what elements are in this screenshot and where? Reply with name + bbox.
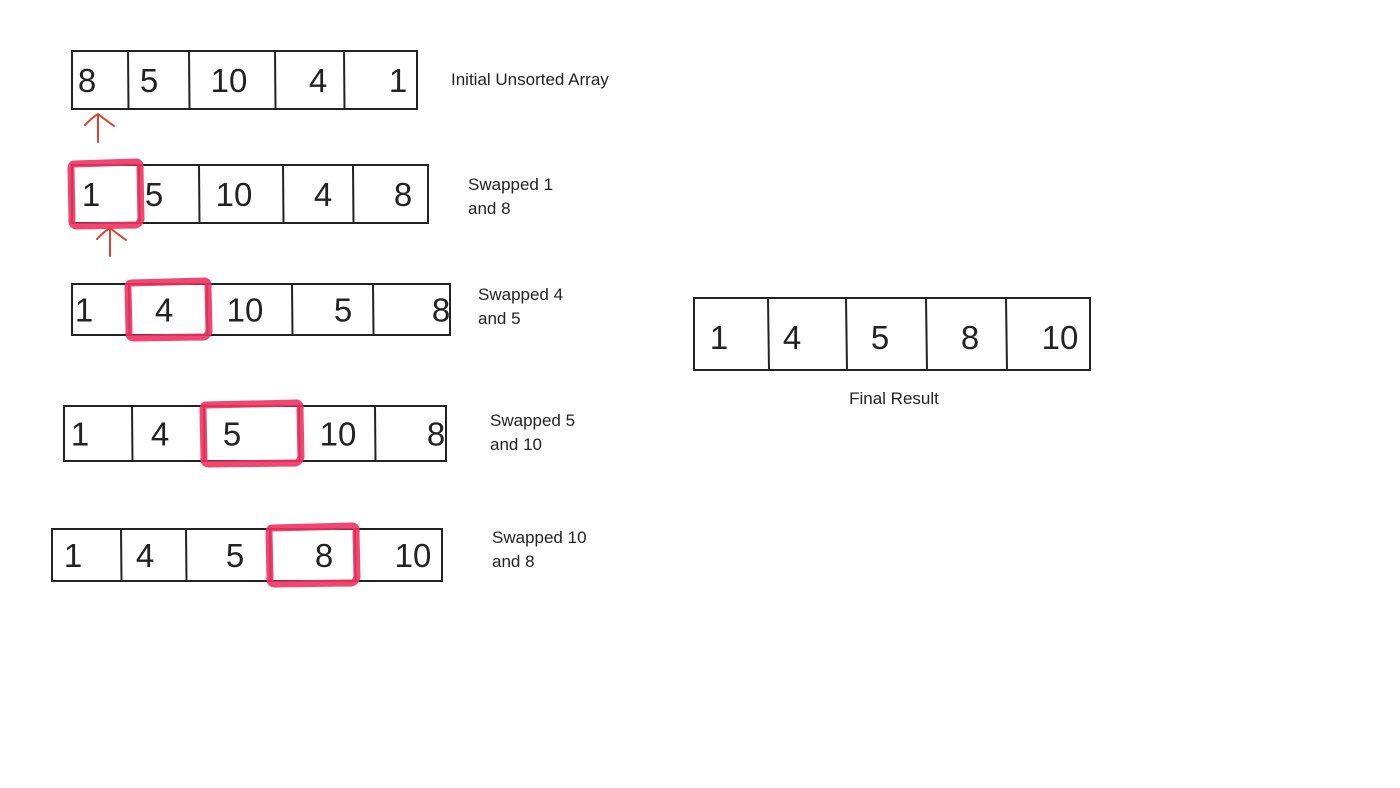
- cell-value: 4: [136, 537, 154, 574]
- cell-value: 1: [75, 292, 93, 329]
- cell-value: 8: [78, 62, 96, 99]
- array-box: [51, 528, 443, 582]
- cell-divider: [352, 164, 355, 224]
- cell-value: 5: [145, 176, 163, 213]
- cell-value: 1: [710, 319, 728, 356]
- cell-value: 1: [389, 62, 407, 99]
- cell-value: 8: [961, 319, 979, 356]
- step-caption: and 8: [468, 199, 511, 218]
- cell-value: 10: [227, 292, 264, 329]
- swap-highlight: [124, 277, 213, 342]
- cell-divider: [188, 50, 191, 110]
- cell-value: 1: [71, 416, 89, 453]
- cell-value: 4: [309, 62, 327, 99]
- step-row-2: 1 5 10 4 8 Swapped 1 and 8: [67, 158, 553, 257]
- cell-value: 8: [394, 176, 412, 213]
- step-row-1: 8 5 10 4 1 Initial Unsorted Array: [71, 50, 609, 143]
- cell-divider: [845, 297, 848, 371]
- cell-value: 4: [151, 416, 169, 453]
- cell-value: 5: [140, 62, 158, 99]
- cell-divider: [374, 405, 377, 462]
- cell-value: 1: [82, 176, 100, 213]
- cell-divider: [120, 528, 123, 582]
- step-caption: Initial Unsorted Array: [451, 70, 609, 89]
- cell-divider: [282, 164, 285, 224]
- step-caption: and 8: [492, 552, 535, 571]
- cell-divider: [925, 297, 928, 371]
- cell-value: 10: [211, 62, 248, 99]
- step-row-4: 1 4 5 10 8 Swapped 5 and 10: [63, 399, 575, 468]
- swap-highlight: [265, 522, 361, 588]
- cell-value: 4: [155, 292, 173, 329]
- swap-highlight: [67, 158, 145, 230]
- cell-divider: [767, 297, 770, 371]
- step-row-3: 1 4 10 5 8 Swapped 4 and 5: [71, 277, 563, 342]
- cell-divider: [343, 50, 346, 110]
- array-box: [693, 297, 1091, 371]
- cell-value: 8: [427, 416, 445, 453]
- cell-value: 10: [320, 416, 357, 453]
- cell-divider: [291, 283, 294, 336]
- step-caption: and 5: [478, 309, 521, 328]
- cell-value: 10: [395, 537, 432, 574]
- cell-value: 8: [315, 537, 333, 574]
- cell-value: 5: [223, 416, 241, 453]
- step-row-5: 1 4 5 8 10 Swapped 10 and 8: [51, 522, 587, 588]
- cell-value: 10: [1042, 319, 1079, 356]
- pointer-arrow-icon: [96, 227, 127, 257]
- cell-divider: [274, 50, 277, 110]
- cell-value: 1: [64, 537, 82, 574]
- cell-divider: [372, 283, 375, 336]
- step-caption: Swapped 4: [478, 285, 563, 304]
- cell-value: 5: [226, 537, 244, 574]
- cell-value: 10: [216, 176, 253, 213]
- array-box: [71, 283, 451, 336]
- cell-value: 8: [432, 292, 450, 329]
- cell-value: 5: [871, 319, 889, 356]
- cell-divider: [127, 50, 130, 110]
- step-caption: Swapped 1: [468, 175, 553, 194]
- array-box: [63, 405, 447, 462]
- step-caption: Swapped 5: [490, 411, 575, 430]
- cell-value: 5: [334, 292, 352, 329]
- cell-divider: [185, 528, 188, 582]
- cell-divider: [131, 405, 134, 462]
- swap-highlight: [199, 399, 305, 468]
- step-caption: Swapped 10: [492, 528, 587, 547]
- cell-divider: [198, 164, 201, 224]
- array-box: [71, 50, 418, 110]
- final-caption: Final Result: [849, 389, 939, 408]
- pointer-arrow-icon: [84, 113, 115, 143]
- cell-value: 4: [783, 319, 801, 356]
- cell-value: 4: [314, 176, 332, 213]
- cell-divider: [1005, 297, 1008, 371]
- step-caption: and 10: [490, 435, 542, 454]
